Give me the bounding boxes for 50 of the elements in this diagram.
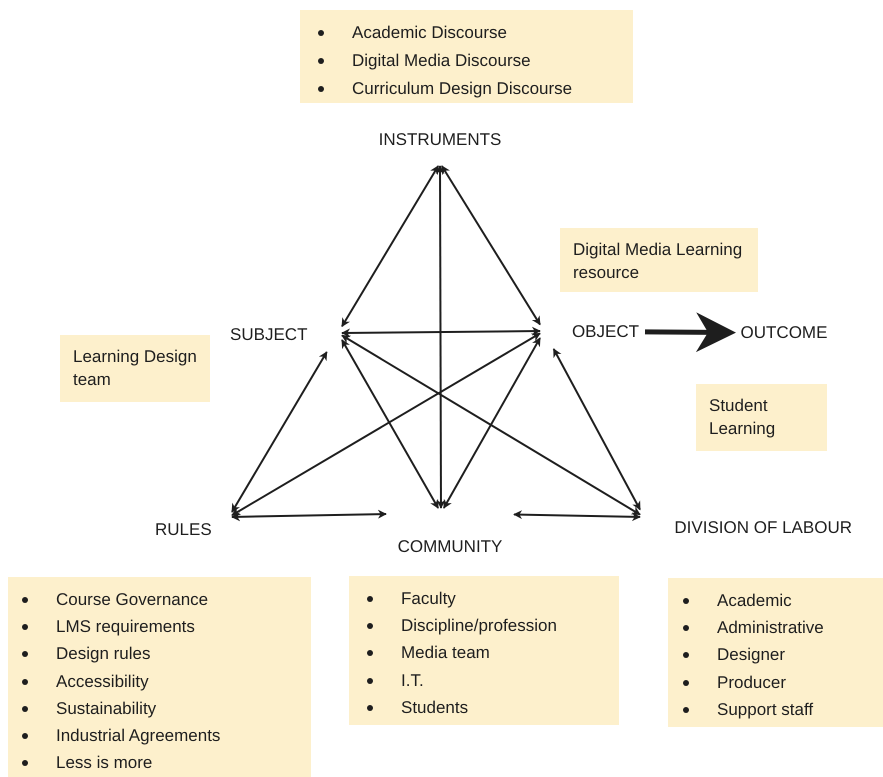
list-item: Academic Discourse [352,23,507,43]
vertex-label: DIVISION OF LABOUR [674,518,852,538]
arrow [644,312,736,352]
list-item: Sustainability [56,698,156,719]
vertex-label: SUBJECT [230,325,308,345]
note-box [560,228,758,292]
arrow [341,165,440,328]
arrow [441,165,541,326]
list-item: Discipline/profession [401,616,557,636]
arrow [341,339,439,509]
note-text: Digital Media Learning resource [573,239,744,284]
list-item: Digital Media Discourse [352,51,531,71]
arrow [436,165,446,509]
list-item: Students [401,698,468,718]
vertex-label: OBJECT [572,322,639,342]
list-item: Curriculum Design Discourse [352,79,572,99]
arrow [341,326,541,338]
vertex-label: OUTCOME [740,323,828,343]
list-item: Faculty [401,588,456,609]
note-text: Student Learning [709,395,776,440]
list-item: Producer [717,672,786,693]
list-item: Designer [717,645,786,666]
list-item: Industrial Agreements [56,726,220,746]
list-item: Design rules [56,644,150,664]
note-box [60,335,210,402]
vertex-label: COMMUNITY [398,537,502,557]
list-box [8,577,311,777]
arrow [341,334,641,516]
list-item: Academic [717,590,792,611]
arrow [231,351,328,513]
arrow [442,337,541,509]
list-box [300,10,633,103]
list-item: Less is more [56,753,152,774]
list-item: I.T. [401,670,424,691]
arrow [513,510,641,522]
list-item: Administrative [717,618,824,638]
list-box [668,578,883,727]
list-item: Support staff [717,700,814,720]
vertex-label: RULES [155,520,212,540]
note-box [696,384,827,451]
note-text: Learning Design team [73,346,198,391]
list-item: Media team [401,643,490,664]
list-item: Course Governance [56,590,208,610]
list-item: Accessibility [56,672,149,692]
list-box [349,576,619,725]
arrow [231,332,541,516]
arrow [552,348,641,510]
arrow [231,510,387,522]
vertex-label: INSTRUMENTS [378,130,502,150]
list-item: LMS requirements [56,616,195,637]
